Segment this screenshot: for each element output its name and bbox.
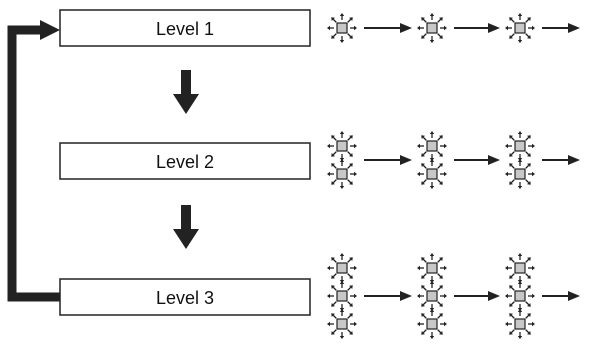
blinking-lamp-icon xyxy=(327,131,357,161)
arrow-right-icon xyxy=(454,291,500,301)
arrow-right-icon xyxy=(364,155,412,165)
level-label-1: Level 1 xyxy=(156,19,214,39)
lamp-row-3 xyxy=(327,253,580,339)
lamp-group xyxy=(327,13,357,43)
arrow-right-icon xyxy=(454,155,500,165)
blinking-lamp-icon xyxy=(417,253,447,283)
blinking-lamp-icon xyxy=(417,309,447,339)
blinking-lamp-icon xyxy=(327,309,357,339)
level-box-1: Level 1 xyxy=(59,9,311,47)
lamp-group xyxy=(417,253,447,339)
blinking-lamp-icon xyxy=(327,253,357,283)
arrow-right-icon xyxy=(364,291,412,301)
lamp-group xyxy=(505,13,535,43)
blinking-lamp-icon xyxy=(417,131,447,161)
blinking-lamp-icon xyxy=(417,159,447,189)
blinking-lamp-icon xyxy=(417,281,447,311)
arrow-down-icon xyxy=(173,70,199,114)
level-label-3: Level 3 xyxy=(156,288,214,308)
level-box-3: Level 3 xyxy=(59,278,311,316)
blinking-lamp-icon xyxy=(505,281,535,311)
blinking-lamp-icon xyxy=(327,159,357,189)
arrow-down-icon xyxy=(173,205,199,249)
lamp-group xyxy=(505,253,535,339)
level-box-2: Level 2 xyxy=(59,142,311,180)
arrow-right-icon xyxy=(542,291,580,301)
blinking-lamp-icon xyxy=(505,131,535,161)
level-label-2: Level 2 xyxy=(156,152,214,172)
blinking-lamp-icon xyxy=(505,253,535,283)
blinking-lamp-icon xyxy=(417,13,447,43)
arrow-right-icon xyxy=(454,23,500,33)
arrow-right-icon xyxy=(364,23,412,33)
lamp-sequences xyxy=(327,13,580,339)
lamp-group xyxy=(505,131,535,189)
blinking-lamp-icon xyxy=(327,281,357,311)
lamp-group xyxy=(417,13,447,43)
blinking-lamp-icon xyxy=(505,13,535,43)
lamp-group xyxy=(417,131,447,189)
lamp-row-1 xyxy=(327,13,580,43)
arrow-right-icon xyxy=(542,23,580,33)
loop-arrow-head-icon xyxy=(40,20,60,40)
loop-back-connector xyxy=(7,20,60,302)
blinking-lamp-icon xyxy=(327,13,357,43)
arrow-right-icon xyxy=(542,155,580,165)
blinking-lamp-icon xyxy=(505,159,535,189)
blinking-lamp-icon xyxy=(505,309,535,339)
lamp-group xyxy=(327,131,357,189)
lamp-group xyxy=(327,253,357,339)
lamp-row-2 xyxy=(327,131,580,189)
